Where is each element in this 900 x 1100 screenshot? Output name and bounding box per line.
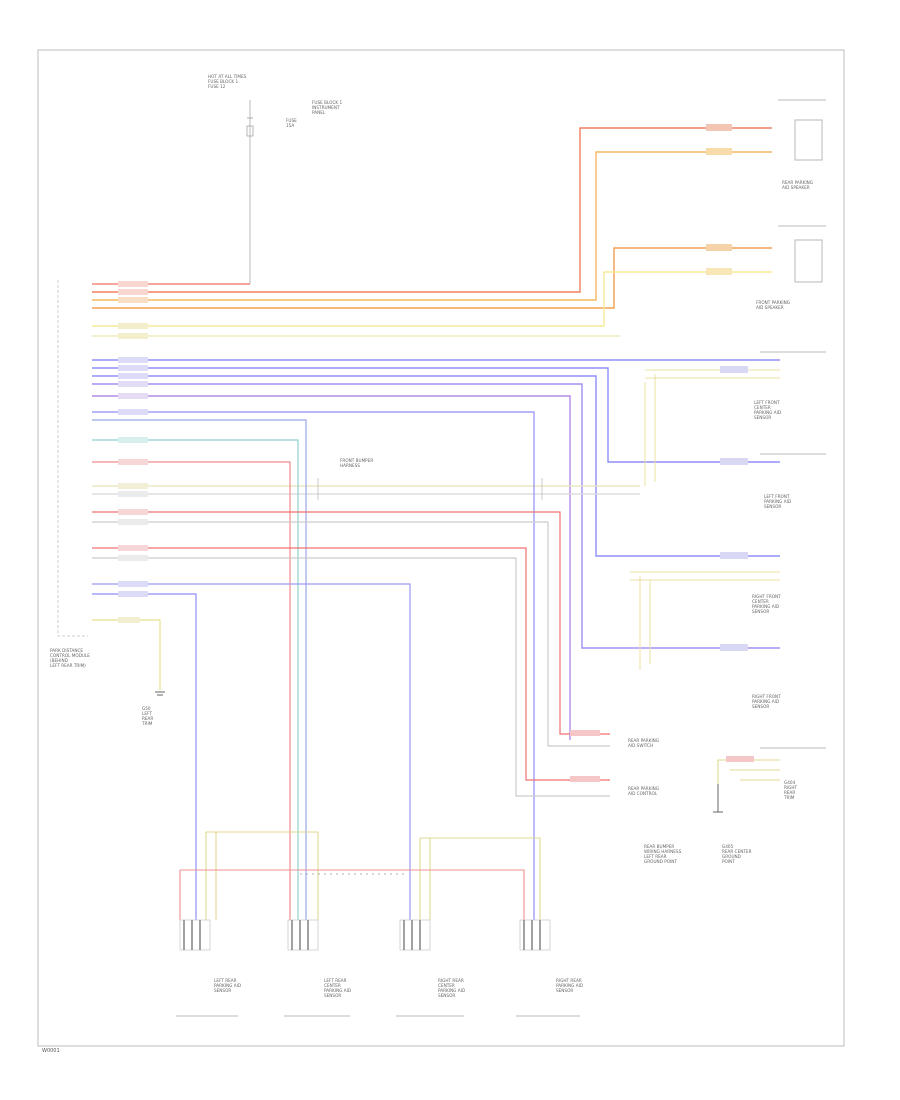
wire-tag <box>720 366 748 373</box>
wire-tag <box>570 776 600 782</box>
front-sensor-connectors <box>630 366 780 670</box>
fuse-icon <box>246 125 254 137</box>
wire-tag <box>706 124 732 131</box>
wire-tag <box>706 244 732 251</box>
diagram-code: W0001 <box>42 1048 60 1054</box>
speaker-connector-icon <box>794 239 823 283</box>
diagram-frame <box>37 49 845 1047</box>
wire-tag <box>720 552 748 559</box>
wire-tag <box>726 756 754 762</box>
speaker-connector-icon <box>794 119 823 161</box>
wire-tag <box>706 148 732 155</box>
wire-tag <box>570 730 600 736</box>
wire-tag <box>706 268 732 275</box>
wire-tag <box>720 458 748 465</box>
module-outline <box>57 280 88 637</box>
wire-tag <box>720 644 748 651</box>
module-pins <box>118 281 148 623</box>
